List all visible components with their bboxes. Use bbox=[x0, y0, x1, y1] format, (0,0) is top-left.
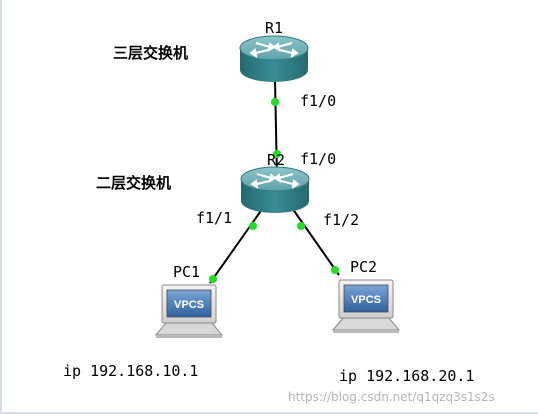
pc2-computer-icon[interactable]: VPCS bbox=[331, 279, 401, 333]
port-dot-pc2 bbox=[331, 266, 339, 274]
pc2-screen-text: VPCS bbox=[351, 294, 381, 306]
port-dot-pc1 bbox=[209, 275, 217, 283]
router-r1-label: R1 bbox=[265, 19, 284, 37]
r2-interface-f1-1: f1/1 bbox=[196, 209, 233, 227]
r1-interface-f1-0: f1/0 bbox=[300, 92, 337, 110]
port-dot-r2-f1-1 bbox=[249, 222, 257, 230]
router-r2-role: 二层交换机 bbox=[96, 174, 172, 192]
port-dot-r2-f1-0 bbox=[273, 150, 281, 158]
pc1-computer-icon[interactable]: VPCS bbox=[154, 284, 224, 338]
pc1-label: PC1 bbox=[173, 263, 201, 281]
router-r1-icon[interactable] bbox=[239, 35, 309, 82]
router-r1-role: 三层交换机 bbox=[113, 44, 189, 62]
link-r2-pc1[interactable] bbox=[209, 204, 266, 284]
pc1-ip-address: ip 192.168.10.1 bbox=[63, 362, 199, 380]
pc2-ip-address: ip 192.168.20.1 bbox=[339, 367, 475, 385]
port-dot-r2-f1-2 bbox=[297, 222, 305, 230]
link-r2-pc2[interactable] bbox=[289, 204, 340, 276]
watermark: https://blog.csdn.net/q1qzq3s1s2s bbox=[288, 390, 495, 404]
router-r2-icon[interactable] bbox=[240, 166, 310, 213]
port-dot-r1-f1-0 bbox=[271, 98, 279, 106]
pc1-screen-text: VPCS bbox=[174, 299, 204, 311]
r2-interface-f1-2: f1/2 bbox=[323, 211, 360, 229]
r2-interface-f1-0: f1/0 bbox=[300, 150, 337, 168]
router-r2-label: R2 bbox=[267, 151, 286, 169]
pc2-label: PC2 bbox=[350, 258, 378, 276]
link-r1-r2[interactable] bbox=[274, 79, 278, 179]
